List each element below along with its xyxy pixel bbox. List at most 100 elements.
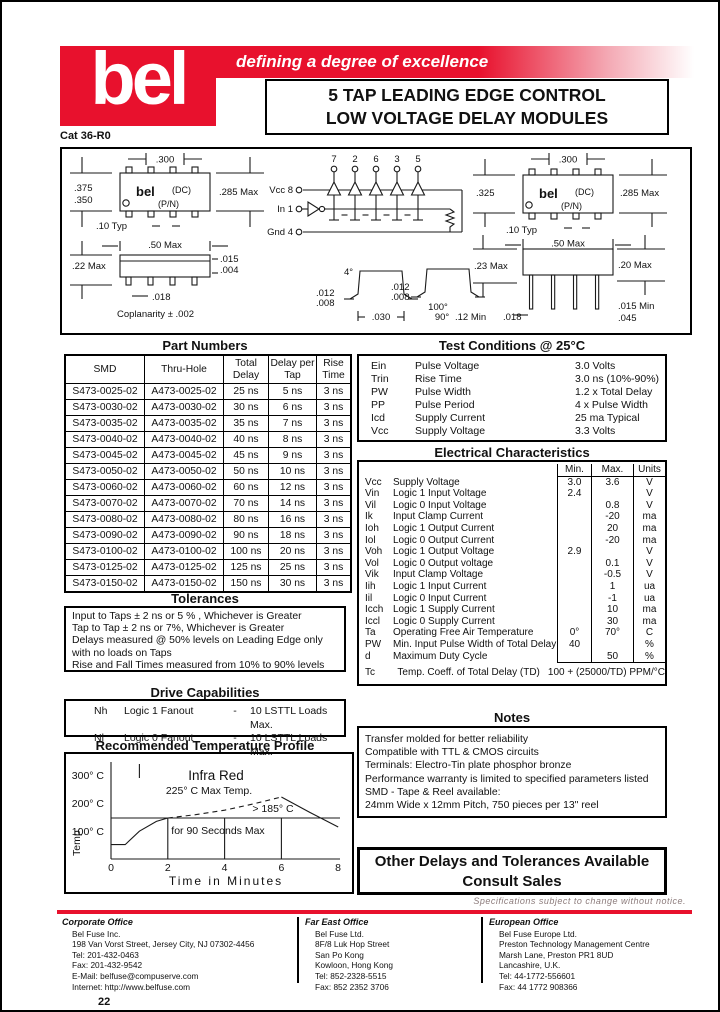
smd-top-view: .300 bel (DC) (P/N) .375 .350 .285 Max .… — [70, 153, 264, 232]
office-separator — [481, 917, 483, 983]
col-header-delay-per-tap: Delay per Tap — [268, 354, 317, 384]
table-row: S473-0025-02 A473-0025-02 25 ns 5 ns 3 n… — [64, 383, 352, 400]
max-value: 30 — [591, 615, 633, 628]
diagrams-svg: .300 bel (DC) (P/N) .375 .350 .285 Max .… — [70, 153, 667, 324]
office-line: Bel Fuse Ltd. — [315, 928, 364, 939]
symbol: Icd — [371, 412, 386, 424]
max-value: -20 — [591, 534, 633, 547]
office-line: Kowloon, Hong Kong — [315, 960, 393, 971]
table-row: S473-0045-02 A473-0045-02 45 ns 9 ns 3 n… — [64, 447, 352, 464]
office-line: Tel: 201-432-0463 — [72, 949, 139, 960]
parameter: Logic 1 Output Current — [393, 522, 495, 534]
note-line: SMD - Tape & Reel available: — [365, 786, 501, 798]
y-tick: 100° C — [72, 826, 105, 838]
units-value: V — [633, 488, 665, 500]
cell-total-delay: 60 ns — [223, 479, 269, 496]
units-value: V — [633, 557, 665, 570]
cell-total-delay: 125 ns — [223, 559, 269, 576]
col-header-min: Min. — [557, 464, 591, 477]
units-value: ua — [633, 580, 665, 593]
test-conditions-title: Test Conditions @ 25°C — [438, 338, 586, 353]
symbol: Nh — [94, 705, 108, 717]
min-value: 2.9 — [557, 546, 591, 558]
parameter: Logic 0 Fanout — [124, 732, 194, 744]
dc-label: (DC) — [575, 187, 594, 197]
drive-row: Nh Logic 1 Fanout - 10 LSTTL Loads Max. — [94, 705, 344, 732]
electrical-row: Iol Logic 0 Output Current -20 ma — [365, 534, 665, 547]
note-line: Performance warranty is limited to speci… — [365, 773, 649, 785]
max-value: 3.6 — [591, 476, 633, 489]
cell-thru-hole: A473-0025-02 — [144, 383, 224, 400]
dc-label: (DC) — [172, 185, 191, 195]
pin-number: 7 — [331, 154, 336, 165]
schematic: 7 2 6 3 5 Vcc 8 — [267, 154, 463, 238]
cell-rise-time: 3 ns — [316, 383, 352, 400]
tap-buffers — [326, 165, 426, 221]
pn-label: (P/N) — [158, 199, 179, 209]
col-header-max: Max. — [591, 464, 633, 477]
cell-delay-per-tap: 14 ns — [268, 495, 317, 512]
dim-label: .300 — [559, 155, 578, 166]
symbol: Vcc — [371, 425, 389, 437]
dim-label: .10 Typ — [96, 221, 127, 232]
cell-smd: S473-0090-02 — [64, 527, 145, 544]
cell-rise-time: 3 ns — [316, 543, 352, 560]
parameter: Logic 0 Input Voltage — [393, 499, 487, 511]
dim-label: .285 Max — [219, 187, 258, 198]
electrical-row: Vik Input Clamp Voltage -0.5 V — [365, 569, 665, 581]
units-value: C — [633, 627, 665, 639]
value: 10 LSTTL Loads Max. — [250, 732, 328, 758]
office-line: 8F/8 Luk Hop Street — [315, 939, 390, 950]
european-office: European Office Bel Fuse Europe Ltd.Pres… — [489, 917, 689, 992]
coplanarity-label: Coplanarity ± .002 — [117, 309, 194, 320]
cell-thru-hole: A473-0060-02 — [144, 479, 224, 496]
th-lead-detail: .012 .008 100° 90° — [391, 268, 485, 323]
dash: - — [233, 705, 237, 717]
table-row: S473-0070-02 A473-0070-02 70 ns 14 ns 3 … — [64, 495, 352, 512]
min-value — [557, 511, 591, 523]
value: 3.0 ns (10%-90%) — [575, 373, 660, 385]
min-value — [557, 569, 591, 581]
symbol: Iih — [365, 580, 376, 592]
cell-thru-hole: A473-0125-02 — [144, 559, 224, 576]
cell-total-delay: 50 ns — [223, 463, 269, 480]
office-title: Corporate Office — [62, 917, 133, 927]
symbol: PW — [365, 638, 382, 650]
dim-label: .008 — [391, 292, 410, 303]
cell-thru-hole: A473-0100-02 — [144, 543, 224, 560]
dim-label: .285 Max — [620, 188, 659, 199]
y-tick: 300° C — [72, 770, 105, 782]
max-value: 0.1 — [591, 557, 633, 570]
profile-curve-ramp — [111, 817, 168, 846]
dim-label: .12 Min — [455, 312, 486, 323]
parameter: Logic 0 Supply Current — [393, 615, 495, 627]
x-tick: 8 — [335, 862, 341, 874]
pn-label: (P/N) — [561, 201, 582, 211]
min-value: 3.0 — [557, 476, 591, 489]
test-conditions-box: Ein Pulse Voltage 3.0 Volts Trin Rise Ti… — [357, 354, 667, 442]
cell-thru-hole: A473-0080-02 — [144, 511, 224, 528]
cell-thru-hole: A473-0030-02 — [144, 399, 224, 416]
max-value: -0.5 — [591, 569, 633, 581]
x-tick: 6 — [278, 862, 284, 874]
parameter: Pulse Width — [415, 386, 472, 398]
page-number: 22 — [98, 996, 111, 1008]
y-tick: 200° C — [72, 798, 105, 810]
dash: - — [233, 732, 237, 744]
page-title: 5 TAP LEADING EDGE CONTROL LOW VOLTAGE D… — [265, 79, 669, 136]
dim-label: .23 Max — [474, 261, 508, 272]
units-value: % — [633, 638, 665, 651]
table-row: S473-0100-02 A473-0100-02 100 ns 20 ns 3… — [64, 543, 352, 560]
dim-label: .045 — [618, 313, 637, 324]
parameter: Operating Free Air Temperature — [393, 627, 534, 639]
temp-profile-title: Recommended Temperature Profile — [95, 738, 315, 753]
th-side-view: .50 Max .23 Max .20 Max .12 Min .018 .01… — [455, 235, 665, 324]
tolerance-line: Tap to Tap ± 2 ns or 7%, Whichever is Gr… — [72, 623, 285, 635]
electrical-title: Electrical Characteristics — [434, 445, 590, 460]
units-value: V — [633, 476, 665, 489]
office-line: Bel Fuse Europe Ltd. — [499, 928, 577, 939]
max-value: 0.8 — [591, 499, 633, 512]
symbol: d — [365, 650, 371, 662]
electrical-row: Iil Logic 0 Input Current -1 ua — [365, 592, 665, 605]
electrical-row: PW Min. Input Pulse Width of Total Delay… — [365, 638, 665, 651]
